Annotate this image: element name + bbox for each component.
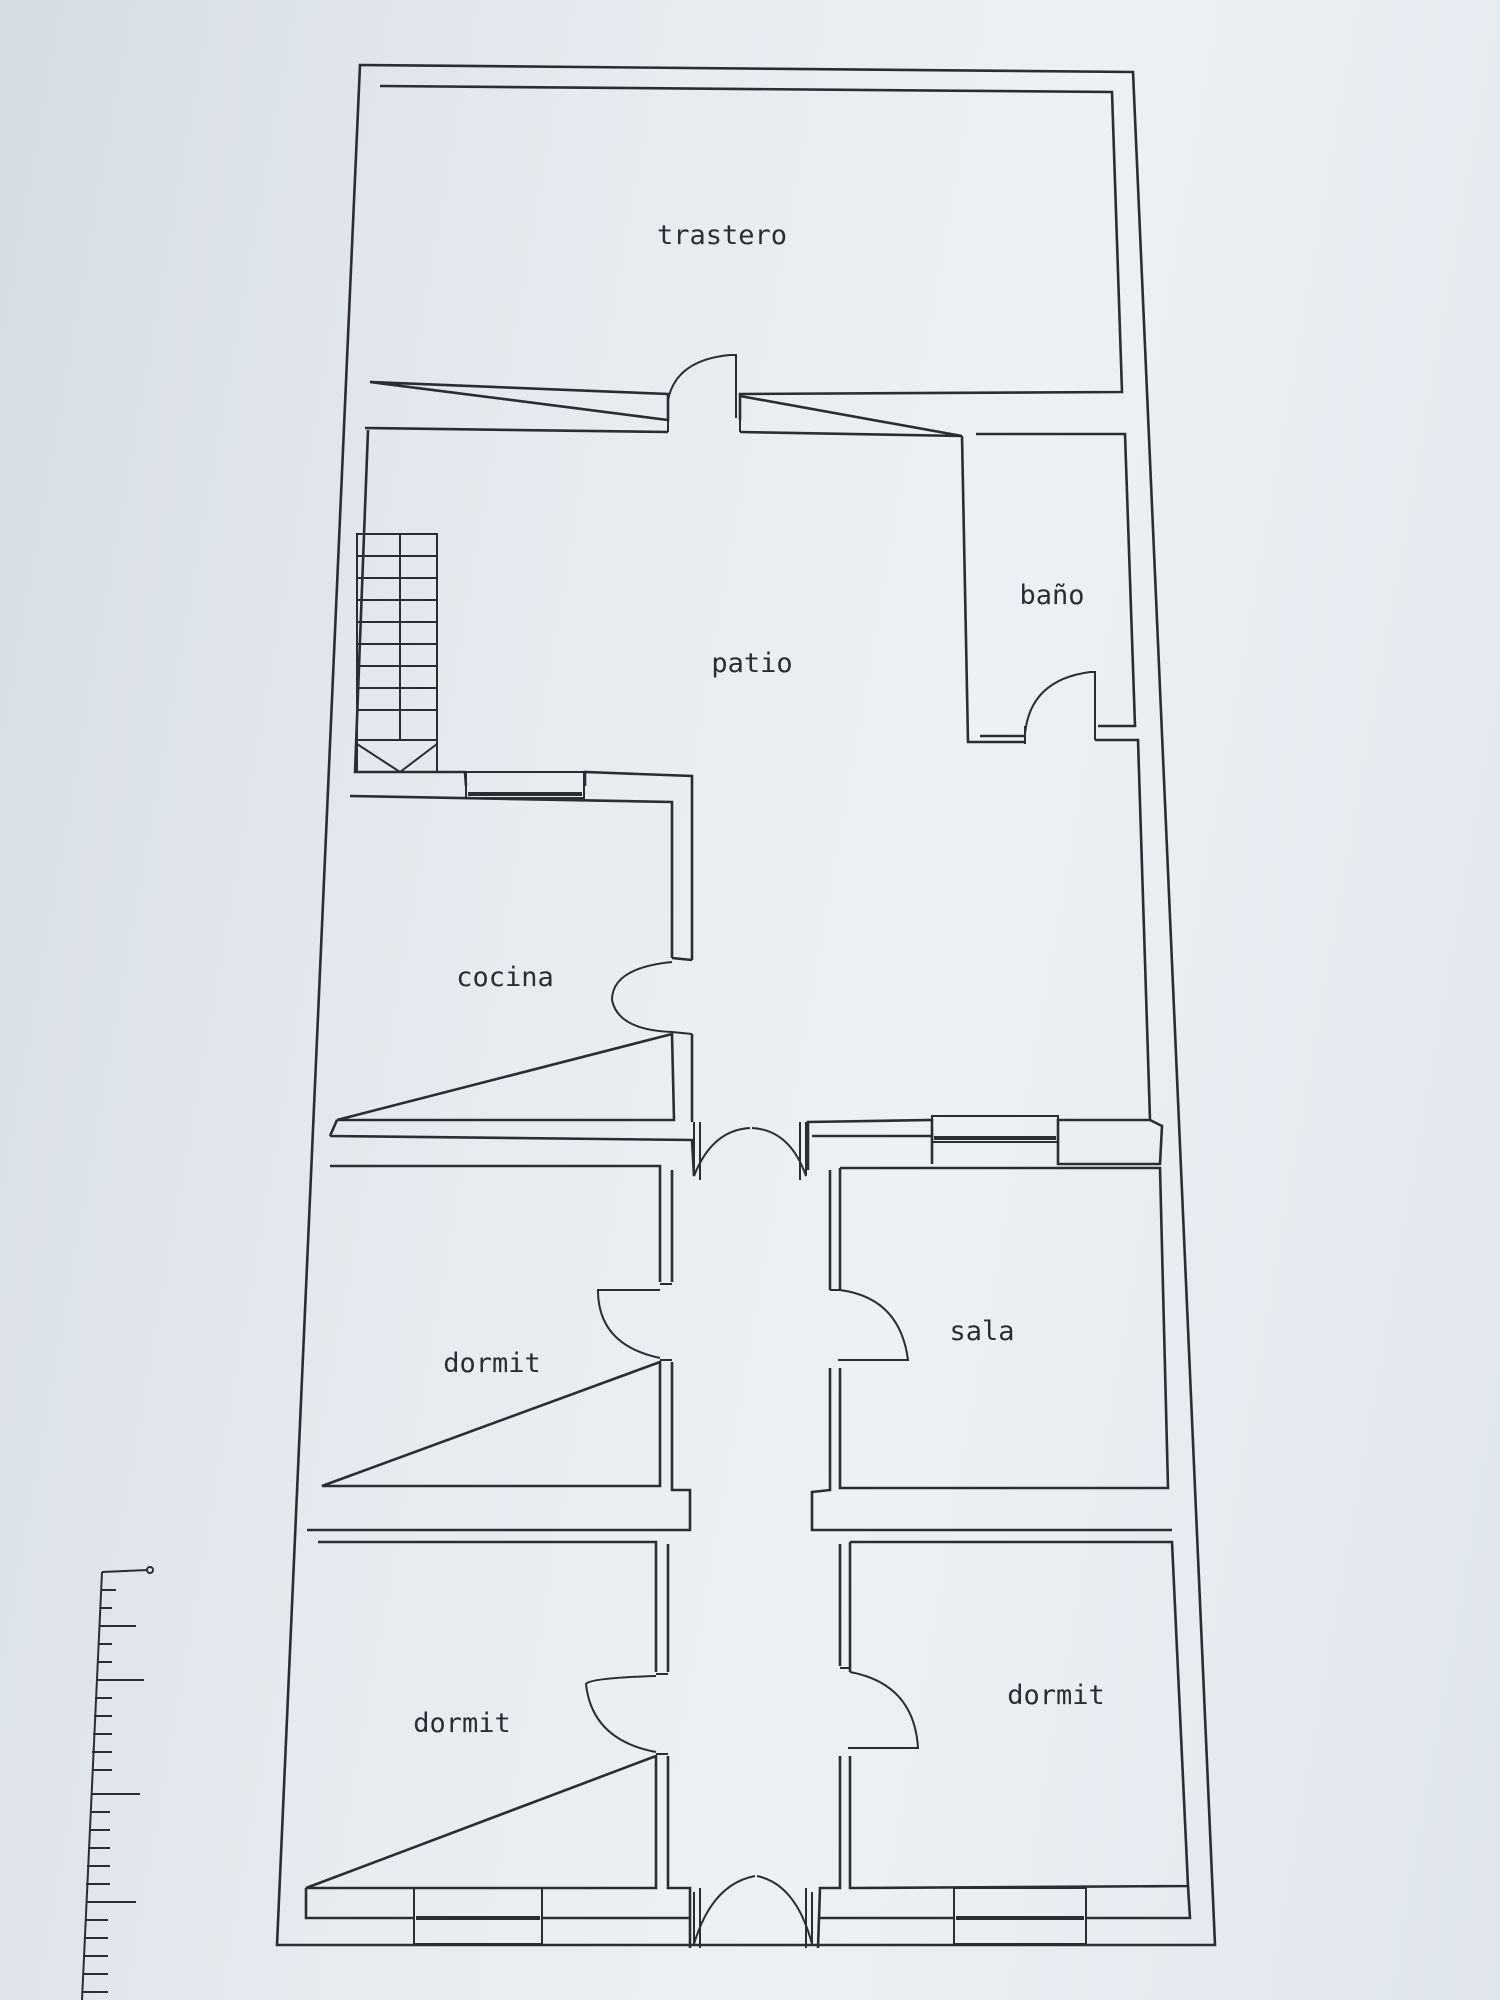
trastero-patio-wall [364, 394, 963, 438]
room-label-sala: sala [949, 1316, 1014, 1347]
trastero-door [667, 354, 741, 432]
sala-window [931, 1115, 1059, 1143]
front-double-door [693, 1875, 813, 1948]
outer-wall-outline [275, 63, 1217, 1947]
bano-door [1024, 671, 1096, 744]
dormit-left-upper-walls [321, 1164, 662, 1488]
dormit-right-lower-door [840, 1667, 920, 1749]
room-label-trastero: trastero [657, 220, 787, 251]
room-label-cocina: cocina [456, 962, 554, 993]
patio-window [465, 771, 585, 799]
patio-left-wall [353, 429, 694, 960]
sala-door [830, 1289, 910, 1361]
sala-walls [838, 1166, 1170, 1490]
room-label-dormit-left-upper: dormit [443, 1348, 541, 1379]
staircase [356, 533, 438, 774]
bano-walls [976, 432, 1137, 738]
sala-top-wall [812, 1118, 1164, 1166]
front-wall-segments [304, 1885, 1192, 1920]
dormit-right-lower-outer [816, 1544, 842, 1949]
dormit-left-upper-door [596, 1283, 672, 1361]
dormit-left-upper-outer [307, 1170, 692, 1532]
cocina-outer-right [671, 956, 694, 1122]
room-label-patio: patio [711, 648, 792, 679]
sala-outer-left [810, 1170, 1172, 1532]
front-left-window [413, 1887, 543, 1945]
patio-right-wall [806, 1118, 1150, 1170]
dormit-left-lower-door [584, 1673, 668, 1755]
dormit-left-lower-outer [666, 1544, 692, 1948]
cocina-door [610, 961, 693, 1035]
cocina-walls [336, 794, 676, 1122]
front-right-window [953, 1887, 1087, 1945]
room-label-bano: baño [1019, 580, 1084, 611]
room-label-dormit-right-lower: dormit [1007, 1680, 1105, 1711]
scale-ruler [81, 1566, 154, 2000]
bano-outer-wall [960, 435, 1152, 1121]
trastero-walls [369, 84, 1124, 422]
cocina-dormit-wall [328, 1119, 696, 1177]
room-label-dormit-left-lower: dormit [413, 1708, 511, 1739]
corridor-upper-double-door [693, 1122, 807, 1180]
dormit-right-lower-walls [848, 1540, 1190, 1890]
